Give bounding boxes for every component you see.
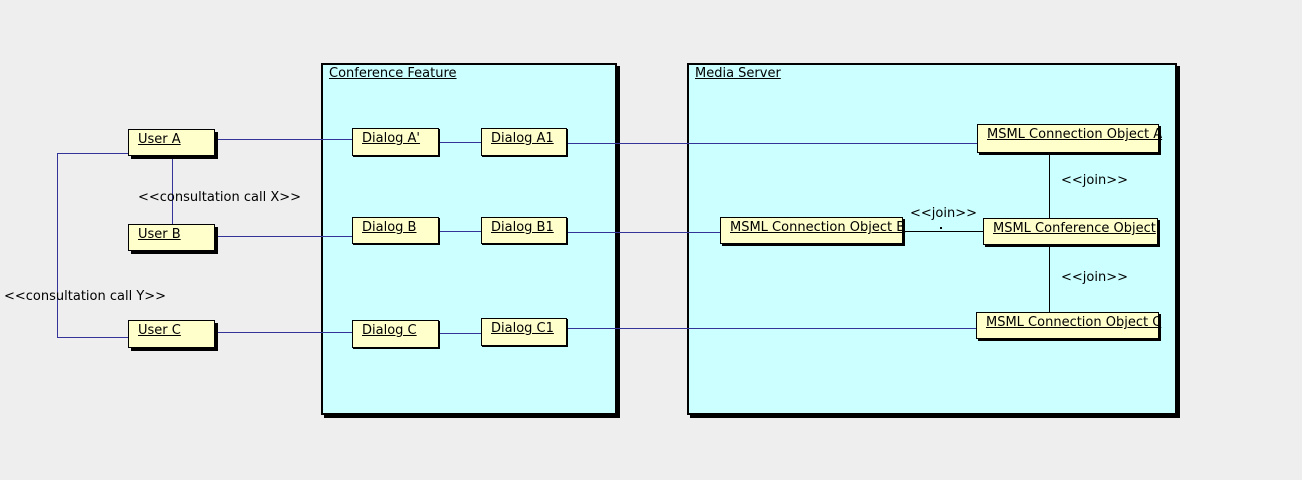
node-msml-conference-object[interactable]: MSML Conference Object — [983, 218, 1158, 245]
node-dialog-a-prime[interactable]: Dialog A' — [352, 128, 439, 156]
edge-usera-left — [57, 153, 128, 154]
join-label-c: <<join>> — [1061, 270, 1128, 285]
node-user-a[interactable]: User A — [128, 129, 215, 156]
node-msml-connection-object-a[interactable]: MSML Connection Object A — [977, 124, 1162, 153]
node-dialog-a1[interactable]: Dialog A1 — [481, 128, 567, 156]
node-dialog-c[interactable]: Dialog C — [352, 320, 439, 348]
edge-dialoga-dialoga1 — [439, 142, 481, 143]
media-server-title: Media Server — [695, 66, 781, 81]
edge-dialogc-dialogc1 — [439, 333, 481, 334]
join-label-a: <<join>> — [1061, 173, 1128, 188]
node-dialog-c1[interactable]: Dialog C1 — [481, 318, 567, 346]
edge-dialoga1-msmla — [567, 143, 977, 144]
node-user-c[interactable]: User C — [128, 320, 215, 348]
node-msml-connection-object-b[interactable]: MSML Connection Object B — [720, 217, 905, 244]
consultation-call-y-label: <<consultation call Y>> — [4, 289, 167, 304]
conference-feature-title: Conference Feature — [329, 66, 457, 81]
edge-userb-dialogb — [215, 236, 352, 237]
edge-consultation-x-vertical — [172, 156, 173, 224]
consultation-call-x-label: <<consultation call X>> — [138, 190, 302, 205]
anchor-dot — [940, 227, 942, 229]
edge-join-b — [903, 231, 983, 232]
edge-dialogb1-msmlb — [567, 232, 720, 233]
edge-usera-dialoga — [215, 139, 352, 140]
node-msml-connection-object-c[interactable]: MSML Connection Object C — [976, 312, 1161, 339]
node-user-b[interactable]: User B — [128, 224, 215, 251]
edge-userc-left — [57, 337, 128, 338]
node-dialog-b[interactable]: Dialog B — [352, 217, 439, 244]
edge-join-c — [1049, 245, 1050, 312]
edge-userc-dialogc — [214, 332, 352, 333]
edge-join-a — [1049, 153, 1050, 218]
node-dialog-b1[interactable]: Dialog B1 — [481, 217, 567, 244]
join-label-b: <<join>> — [910, 206, 977, 221]
edge-dialogc1-msmlc — [567, 328, 976, 329]
edge-consultation-y-vertical — [57, 153, 58, 337]
edge-dialogb-dialogb1 — [439, 231, 481, 232]
